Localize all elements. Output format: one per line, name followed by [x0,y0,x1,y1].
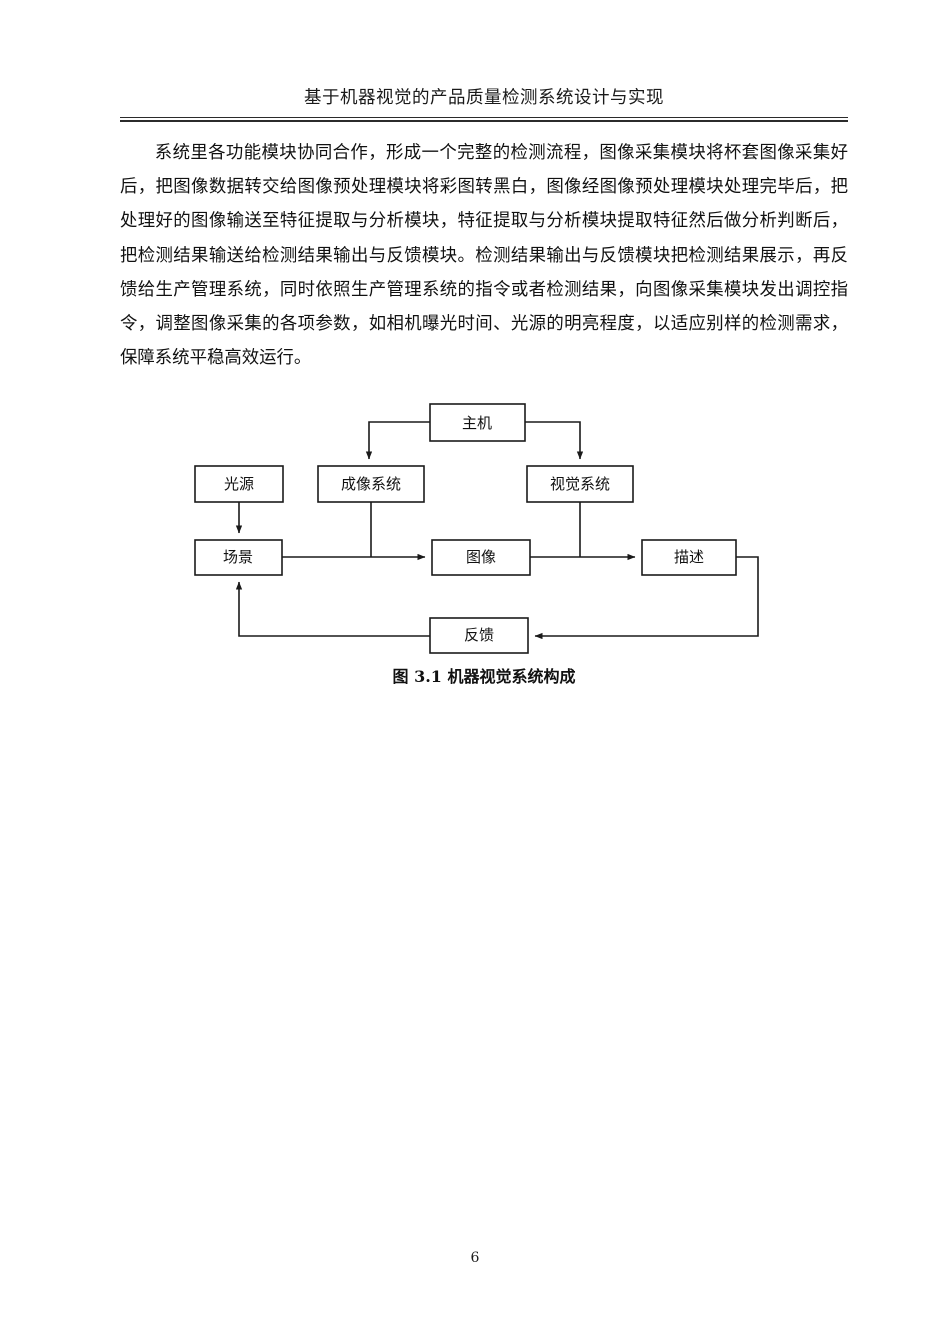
node-description-label: 描述 [674,548,704,566]
node-scene-label: 场景 [223,548,253,566]
node-light-source-label: 光源 [224,475,254,493]
node-description-box [641,539,737,576]
node-feedback-box [429,617,529,654]
header-rule-thin [120,117,848,118]
header-rule-thick [120,120,848,122]
body-paragraph: 系统里各功能模块协同合作，形成一个完整的检测流程，图像采集模块将杯套图像采集好后… [120,143,848,369]
node-image-box [431,539,531,576]
page-header: 基于机器视觉的产品质量检测系统设计与实现 [120,88,848,109]
node-image-label: 图像 [466,548,496,566]
header-title: 基于机器视觉的产品质量检测系统设计与实现 [304,88,664,108]
node-vision-system-label: 视觉系统 [550,475,610,493]
node-host-label: 主机 [462,414,492,432]
node-imaging-system-label: 成像系统 [341,475,401,493]
node-light-source-box [194,465,284,503]
node-vision-system-box [526,465,634,503]
node-feedback-label: 反馈 [464,626,494,644]
figure-caption: 图 3.1 机器视觉系统构成 [392,667,576,686]
node-host-box [429,403,526,442]
node-scene-box [194,539,283,576]
node-imaging-system-box [317,465,425,503]
page-number: 6 [470,1250,480,1266]
